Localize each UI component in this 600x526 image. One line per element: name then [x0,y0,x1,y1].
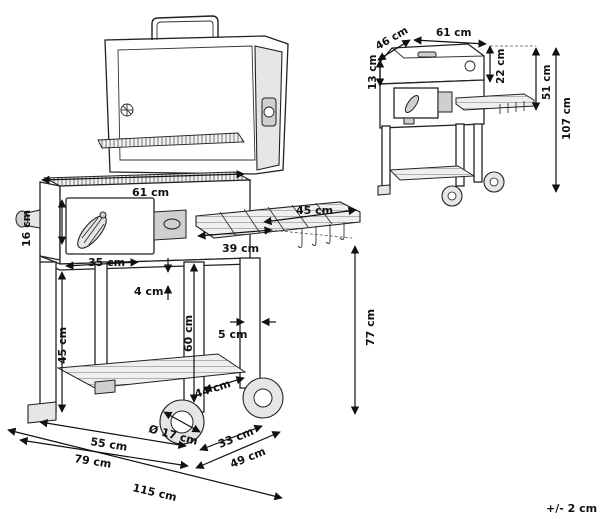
dim-33: 33 cm [216,425,255,451]
thermometer-icon [120,103,134,117]
dim-13: 13 cm [367,55,379,90]
tolerance-note: +/- 2 cm [546,502,597,515]
dim-39: 39 cm [222,242,259,255]
dim-51: 51 cm [541,65,553,100]
dim-4: 4 cm [134,285,163,298]
dim-55: 55 cm [90,435,129,454]
dim-61: 61 cm [132,186,169,199]
lid [97,15,289,175]
dim-45-lower: 45 cm [56,327,69,364]
dim-60: 60 cm [182,315,195,352]
dim-5: 5 cm [218,328,247,341]
dim-61-small: 61 cm [436,27,471,39]
small-grill-drawing [377,43,535,207]
dim-77: 77 cm [364,309,377,346]
dim-45-side: 45 cm [296,204,333,217]
dim-35: 35 cm [88,256,125,269]
dim-49: 49 cm [228,445,267,471]
dim-107: 107 cm [561,97,573,140]
dim-22: 22 cm [495,49,507,84]
dim-115: 115 cm [131,481,178,504]
dim-16: 16 cm [20,210,33,247]
large-grill-drawing [15,15,361,445]
